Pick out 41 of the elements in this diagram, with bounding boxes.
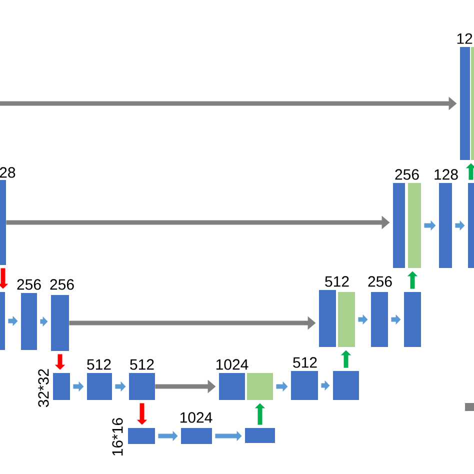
channel-label: 256 — [368, 276, 392, 287]
channel-label: 28 — [0, 167, 16, 178]
feature-map-bar — [21, 293, 37, 350]
channel-label: 1024 — [216, 359, 248, 370]
feature-map-bar — [128, 428, 155, 444]
feature-map-bar — [291, 371, 318, 400]
feature-map-bar — [129, 373, 155, 400]
block-arrow — [0, 268, 8, 289]
block-arrow — [466, 163, 474, 180]
feature-map-bar — [0, 180, 6, 265]
feature-map-bar — [87, 373, 112, 400]
channel-label: 256 — [395, 169, 419, 180]
channel-label: 512 — [293, 357, 317, 368]
channel-label: 12 — [457, 33, 472, 44]
feature-map-bar — [439, 183, 452, 268]
concat-bar — [247, 373, 273, 400]
feature-map-bar — [53, 373, 70, 400]
feature-map-bar — [181, 428, 212, 444]
feature-map-bar — [393, 183, 405, 268]
feature-map-bar — [51, 295, 69, 351]
channel-label: 256 — [50, 279, 74, 290]
feature-map-bar — [333, 371, 359, 400]
feature-map-bar — [371, 292, 388, 347]
feature-map-bar — [319, 290, 336, 347]
concat-bar — [471, 47, 474, 160]
feature-map-bar — [245, 428, 275, 443]
channel-label: 1024 — [180, 412, 212, 423]
channel-label: 512 — [325, 276, 349, 287]
channel-label: 128 — [434, 169, 458, 180]
size-label: 16*16 — [112, 418, 123, 456]
concat-bar — [338, 292, 355, 347]
feature-map-bar — [219, 373, 245, 400]
feature-map-bar — [460, 47, 470, 160]
channel-label: 256 — [17, 279, 41, 290]
size-label: 32*32 — [38, 369, 49, 408]
channel-label: 512 — [87, 359, 111, 370]
feature-map-bar — [468, 183, 474, 268]
concat-bar — [408, 183, 421, 268]
channel-label: 512 — [130, 359, 154, 370]
feature-map-bar — [404, 292, 421, 347]
feature-map-bar — [0, 292, 5, 350]
